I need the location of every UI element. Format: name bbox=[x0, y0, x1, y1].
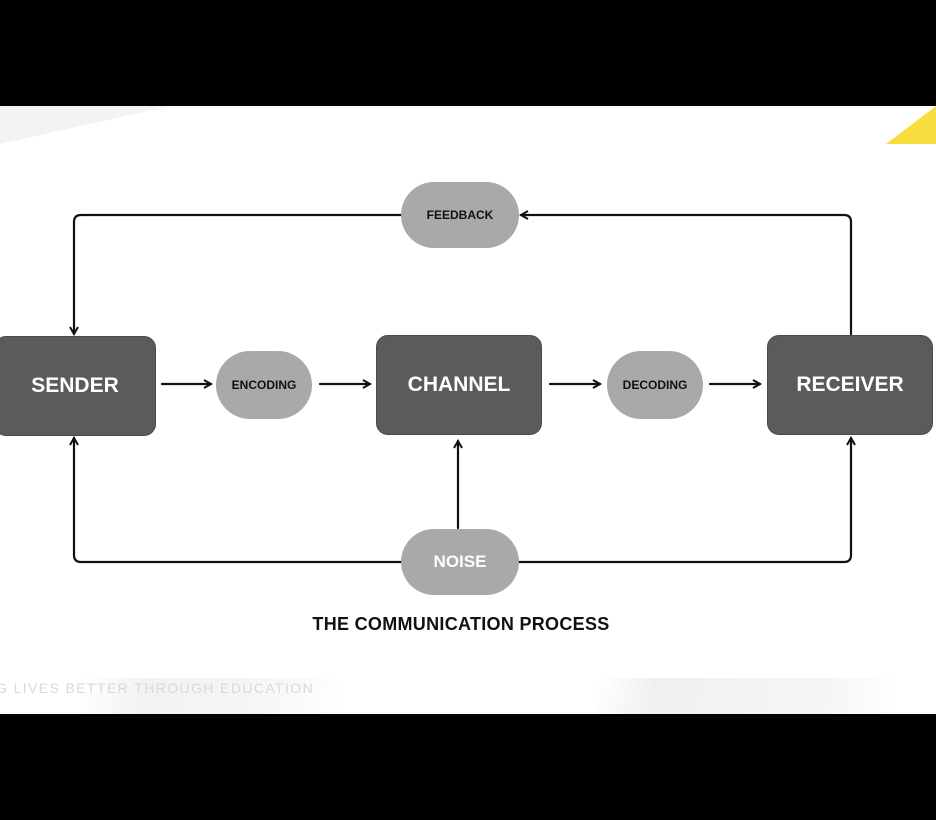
footer-decoration-right bbox=[596, 678, 896, 714]
slide: G LIVES BETTER THROUGH EDUCATION SENDER … bbox=[0, 106, 936, 714]
sender-node: SENDER bbox=[0, 336, 156, 436]
corner-decoration-top-right bbox=[886, 106, 936, 144]
receiver-node: RECEIVER bbox=[767, 335, 933, 435]
watermark-text: G LIVES BETTER THROUGH EDUCATION bbox=[0, 680, 315, 696]
arrow-feedback-to-sender bbox=[74, 213, 404, 334]
arrow-noise-to-sender bbox=[74, 438, 404, 564]
diagram-caption: THE COMMUNICATION PROCESS bbox=[312, 614, 610, 634]
channel-node: CHANNEL bbox=[376, 335, 542, 435]
decoding-node: DECODING bbox=[607, 351, 703, 419]
arrow-noise-to-receiver bbox=[516, 438, 851, 564]
encoding-node: ENCODING bbox=[216, 351, 312, 419]
arrow-receiver-to-feedback bbox=[521, 215, 853, 336]
noise-node: NOISE bbox=[401, 529, 519, 595]
feedback-node: FEEDBACK bbox=[401, 182, 519, 248]
footer-decoration-left bbox=[80, 678, 340, 714]
corner-decoration-top-left bbox=[0, 106, 170, 144]
arrow-layer bbox=[0, 106, 936, 564]
